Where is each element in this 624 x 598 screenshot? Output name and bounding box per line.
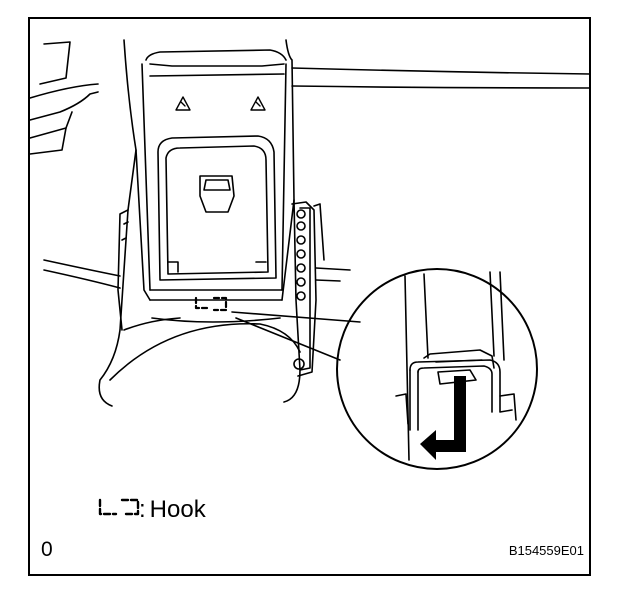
legend-hook-icon [98,498,140,516]
hook-legend: :Hook [95,496,206,524]
left-bracket [117,209,129,331]
legend-hook-label: Hook [149,496,206,523]
recycle-triangle-icon [175,96,266,111]
side-bracket [291,201,325,377]
corner-mark: 0 [41,538,53,561]
push-arrow-icon [420,376,466,460]
tray-opening [157,135,277,281]
legend-hook-symbol [95,499,135,521]
legend-separator: : [139,496,146,523]
detail-circle [336,268,538,470]
callout-leader [231,311,361,361]
console-body [98,39,301,407]
figure-id: B154559E01 [508,543,584,558]
right-trim-lines [291,67,591,282]
left-trim-lines [29,41,121,289]
hook-icon [194,296,228,312]
